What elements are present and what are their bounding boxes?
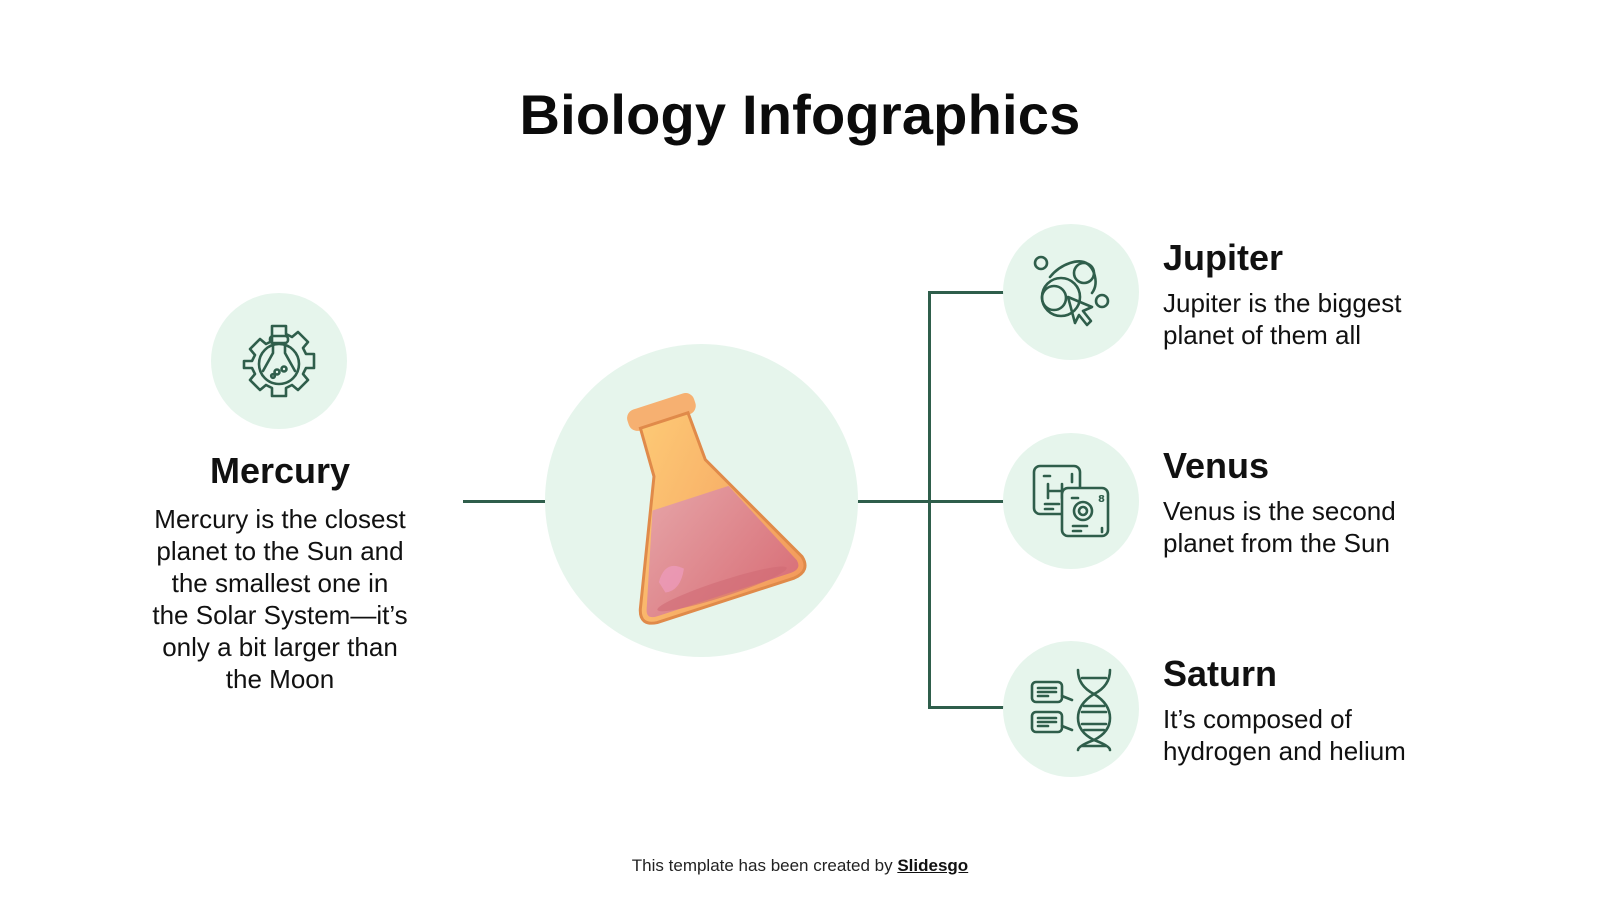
periodic-elements-icon: 8: [1032, 464, 1110, 538]
saturn-icon-circle: [1003, 641, 1139, 777]
footer-credit: This template has been created by Slides…: [0, 856, 1600, 876]
saturn-heading: Saturn: [1163, 653, 1278, 694]
center-circle: [545, 344, 858, 657]
footer-text: This template has been created by: [631, 856, 898, 875]
cells-cursor-icon: [1033, 255, 1110, 327]
mercury-description: Mercury is the closest planet to the Sun…: [152, 504, 408, 694]
connector-jupiter: [928, 291, 1005, 294]
connector-saturn: [928, 706, 1005, 709]
jupiter-icon-circle: [1003, 224, 1139, 360]
jupiter-description: Jupiter is the biggest planet of them al…: [1163, 288, 1402, 350]
svg-text:8: 8: [1098, 494, 1105, 505]
connector-left: [463, 500, 545, 503]
venus-description: Venus is the second planet from the Sun: [1163, 496, 1396, 558]
jupiter-heading: Jupiter: [1163, 237, 1284, 278]
gear-flask-icon: [242, 324, 316, 398]
mercury-icon-circle: [211, 293, 347, 429]
venus-heading: Venus: [1163, 445, 1270, 486]
dna-chat-icon: [1030, 668, 1112, 752]
venus-icon-circle: 8: [1003, 433, 1139, 569]
connector-vertical: [928, 291, 931, 709]
saturn-description: It’s composed of hydrogen and helium: [1163, 704, 1406, 766]
page-title: Biology Infographics: [519, 83, 1081, 146]
slidesgo-link[interactable]: Slidesgo: [897, 856, 969, 875]
mercury-heading: Mercury: [209, 450, 351, 491]
erlenmeyer-flask-illustration: [627, 393, 807, 625]
